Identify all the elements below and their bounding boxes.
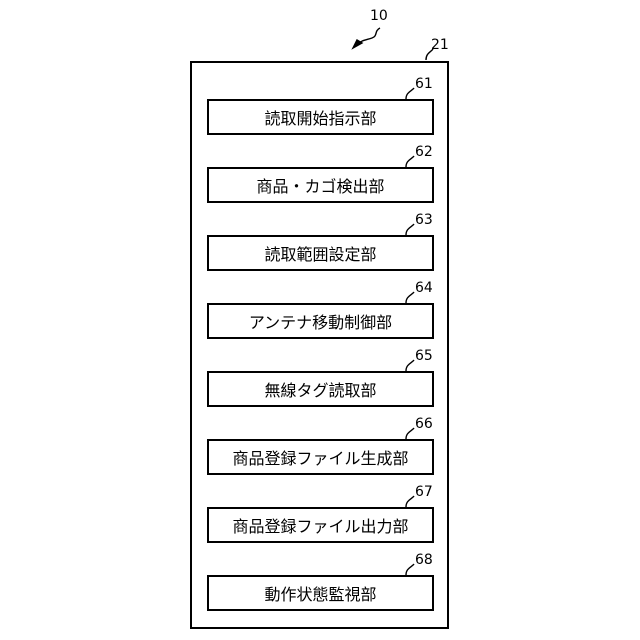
unit-reference-numeral: 66 [415,416,433,432]
unit-box: 動作状態監視部 [207,575,434,611]
unit-reference-numeral: 61 [415,76,433,92]
unit-label: 商品・カゴ検出部 [256,173,384,197]
unit-box: 読取開始指示部 [207,99,434,135]
device-reference-numeral: 10 [370,8,388,24]
unit-box: 商品登録ファイル出力部 [207,507,434,543]
unit-reference-numeral: 65 [415,348,433,364]
unit-label: 商品登録ファイル出力部 [232,513,408,537]
unit-label: アンテナ移動制御部 [249,309,392,333]
outer-box-reference-numeral: 21 [431,37,449,53]
device-arrow-head [353,40,362,48]
unit-reference-numeral: 68 [415,552,433,568]
unit-label: 動作状態監視部 [264,581,376,605]
unit-box: 読取範囲設定部 [207,235,434,271]
unit-box: 無線タグ読取部 [207,371,434,407]
unit-reference-numeral: 67 [415,484,433,500]
unit-box: 商品登録ファイル生成部 [207,439,434,475]
unit-reference-numeral: 63 [415,212,433,228]
unit-label: 読取開始指示部 [264,105,376,129]
unit-label: 無線タグ読取部 [264,377,376,401]
device-arrow-shaft [358,28,380,44]
unit-label: 商品登録ファイル生成部 [232,445,408,469]
unit-label: 読取範囲設定部 [264,241,376,265]
unit-reference-numeral: 62 [415,144,433,160]
unit-box: 商品・カゴ検出部 [207,167,434,203]
device-block [190,61,449,629]
unit-reference-numeral: 64 [415,280,433,296]
unit-box: アンテナ移動制御部 [207,303,434,339]
